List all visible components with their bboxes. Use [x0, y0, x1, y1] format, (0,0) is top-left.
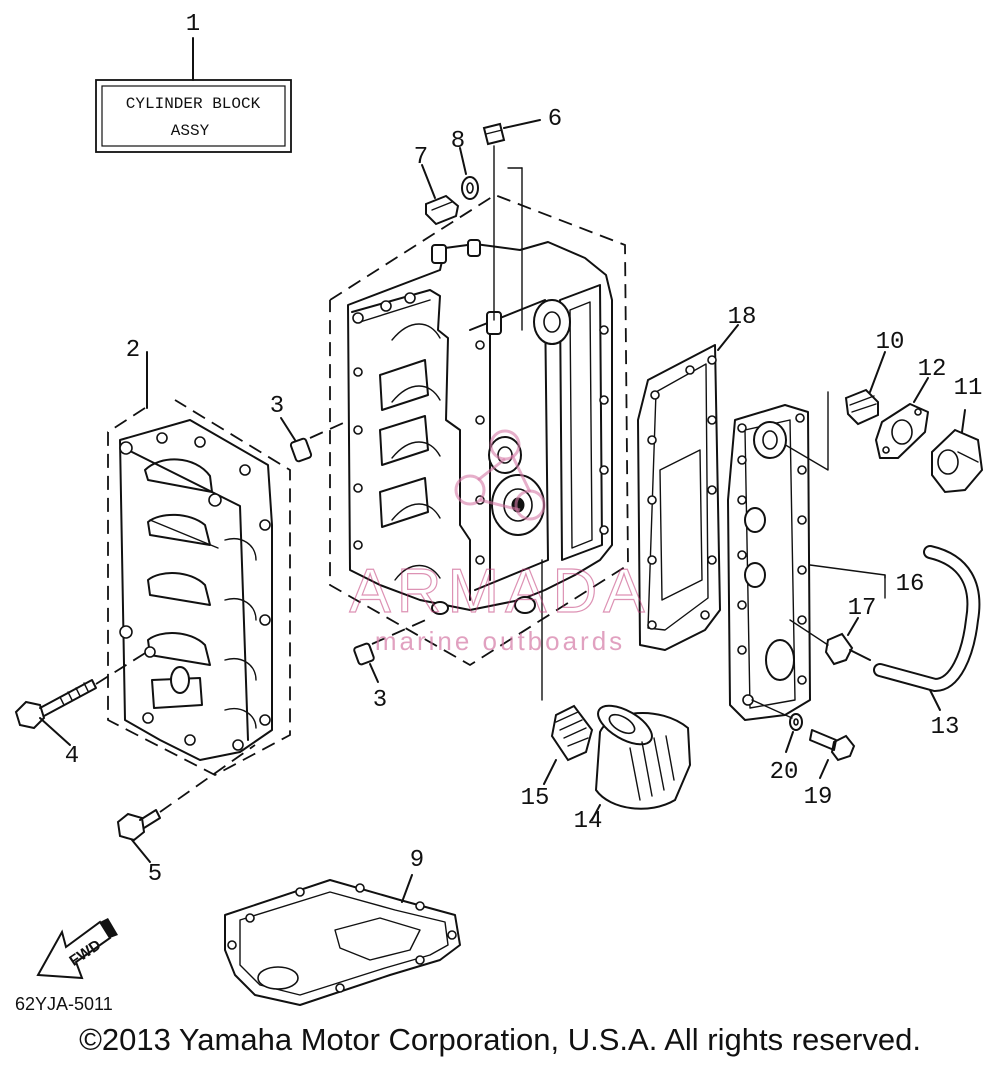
watermark-brand: ARMADA: [349, 557, 650, 626]
callout-20: 20: [770, 759, 799, 786]
callout-8: 8: [451, 128, 465, 155]
gasket-12: [875, 377, 929, 459]
title-line-1: CYLINDER BLOCK: [126, 95, 261, 113]
callout-18: 18: [728, 304, 757, 331]
callout-11: 11: [954, 375, 983, 402]
callout-19: 19: [804, 784, 833, 811]
callout-5: 5: [148, 861, 162, 888]
callout-1: 1: [186, 11, 200, 38]
filter-fitting: [541, 559, 594, 785]
title-box: CYLINDER BLOCK ASSY: [95, 37, 292, 153]
long-bolt: [14, 649, 151, 746]
callout-9: 9: [410, 847, 424, 874]
callout-labels: 1 2 3 3 4 5 6 7 8 9 10 11 12 13 14 15 16…: [65, 11, 983, 888]
title-line-2: ASSY: [171, 122, 210, 140]
callout-2: 2: [126, 337, 140, 364]
bolt-19: [809, 729, 856, 779]
plug-7: [421, 164, 460, 226]
callout-4: 4: [65, 743, 79, 770]
watermark: ARMADA marine outboards: [349, 429, 650, 656]
callout-6: 6: [548, 106, 562, 133]
bottom-gasket: [224, 874, 461, 1006]
plug-6: [482, 119, 541, 331]
callout-17: 17: [848, 595, 877, 622]
callout-10: 10: [876, 329, 905, 356]
callout-15: 15: [521, 785, 550, 812]
oil-filter: [591, 704, 692, 821]
copyright-notice: ©2013 Yamaha Motor Corporation, U.S.A. A…: [79, 1022, 921, 1057]
fitting-17: [789, 617, 871, 666]
thermostat-cover: [931, 409, 984, 494]
callout-13: 13: [931, 714, 960, 741]
watermark-tagline: marine outboards: [375, 626, 625, 656]
short-bolt: [116, 744, 256, 863]
crankcase: [107, 351, 291, 777]
exhaust-cover: [727, 404, 886, 721]
dowel-pins: [280, 417, 431, 683]
callout-12: 12: [918, 356, 947, 383]
diagram-code: 62YJA-5011: [15, 994, 113, 1014]
hose: [873, 545, 981, 711]
washer-8: [459, 147, 479, 200]
callout-7: 7: [414, 144, 428, 171]
callout-3-upper: 3: [270, 393, 284, 420]
callout-16: 16: [896, 571, 925, 598]
callout-3-lower: 3: [373, 687, 387, 714]
callout-14: 14: [574, 808, 603, 835]
fwd-arrow-icon: FWD: [36, 918, 118, 980]
exhaust-gasket: [637, 324, 739, 651]
washer-20: [751, 699, 803, 753]
